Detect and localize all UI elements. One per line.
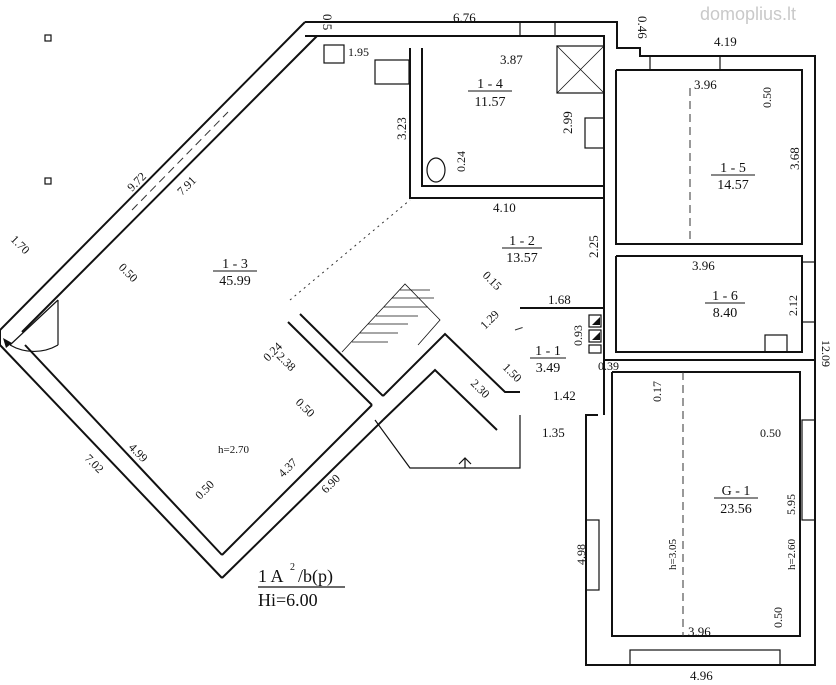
svg-text:1.70: 1.70 — [8, 232, 33, 257]
svg-text:5.95: 5.95 — [784, 494, 798, 515]
svg-text:9.72: 9.72 — [124, 169, 149, 194]
legend-line2: Hi=6.00 — [258, 590, 318, 610]
legend-line1-suffix: /b(p) — [298, 566, 333, 587]
svg-text:1 - 6: 1 - 6 — [712, 289, 738, 304]
height-garage: h=3.05 — [667, 539, 679, 570]
svg-text:1.68: 1.68 — [548, 292, 571, 307]
axis-line — [514, 325, 528, 331]
svg-text:45.99: 45.99 — [219, 274, 251, 289]
svg-text:7.91: 7.91 — [174, 173, 199, 198]
dimension-labels: 0.5 6.76 0.46 4.19 1.95 3.87 3.96 0.50 3… — [8, 10, 833, 683]
svg-text:0.50: 0.50 — [760, 87, 774, 108]
svg-text:3.68: 3.68 — [787, 147, 802, 170]
svg-text:3.96: 3.96 — [692, 258, 715, 273]
svg-text:6.76: 6.76 — [453, 10, 476, 25]
room-label-1-5: 1 - 5 14.57 — [711, 161, 755, 193]
svg-text:2.25: 2.25 — [586, 235, 601, 258]
svg-text:0.50: 0.50 — [771, 607, 785, 628]
svg-text:1 - 5: 1 - 5 — [720, 161, 746, 176]
svg-text:3.23: 3.23 — [394, 117, 409, 140]
right-rooms-walls — [520, 48, 815, 637]
svg-text:14.57: 14.57 — [717, 178, 749, 193]
margin-marker — [44, 177, 52, 185]
svg-text:1.50: 1.50 — [500, 360, 525, 385]
svg-text:0.93: 0.93 — [571, 325, 585, 346]
svg-text:0.5: 0.5 — [320, 14, 335, 30]
svg-text:1 - 3: 1 - 3 — [222, 257, 248, 272]
axis-line — [131, 111, 229, 211]
svg-text:3.87: 3.87 — [500, 52, 523, 67]
legend: 1 A 2 /b(p) Hi=6.00 — [258, 562, 345, 610]
door-leaf — [9, 299, 59, 346]
svg-text:3.96: 3.96 — [688, 624, 711, 639]
svg-text:1.35: 1.35 — [542, 425, 565, 440]
svg-text:3.49: 3.49 — [536, 361, 561, 376]
svg-text:4.99: 4.99 — [126, 440, 151, 465]
svg-text:1 - 2: 1 - 2 — [509, 234, 535, 249]
svg-text:2.12: 2.12 — [786, 295, 800, 316]
svg-text:4.98: 4.98 — [574, 544, 588, 565]
room-label-g-1: G - 1 23.56 — [714, 484, 758, 517]
svg-text:0.50: 0.50 — [192, 477, 217, 502]
svg-text:0.50: 0.50 — [293, 395, 318, 420]
watermark: domoplius.lt — [700, 4, 796, 24]
svg-text:0.50: 0.50 — [116, 260, 141, 285]
svg-text:8.40: 8.40 — [713, 306, 738, 321]
svg-text:2.30: 2.30 — [468, 376, 493, 401]
svg-text:4.10: 4.10 — [493, 200, 516, 215]
svg-text:4.96: 4.96 — [690, 668, 713, 683]
svg-text:12.09: 12.09 — [819, 340, 833, 367]
room-label-1-2: 1 - 2 13.57 — [502, 234, 542, 266]
svg-text:23.56: 23.56 — [720, 502, 752, 517]
svg-text:7.02: 7.02 — [82, 451, 107, 476]
service-boxes — [588, 314, 602, 354]
door-marker — [3, 338, 12, 348]
legend-superscript: 2 — [290, 562, 295, 573]
svg-text:0.39: 0.39 — [598, 359, 619, 373]
room-label-1-4: 1 - 4 11.57 — [468, 77, 512, 110]
room-label-1-6: 1 - 6 8.40 — [705, 289, 745, 321]
svg-text:0.17: 0.17 — [650, 381, 664, 402]
svg-text:6.90: 6.90 — [318, 471, 343, 496]
svg-text:1.42: 1.42 — [553, 388, 576, 403]
svg-text:0.24: 0.24 — [454, 151, 468, 172]
svg-text:1 - 1: 1 - 1 — [535, 344, 561, 359]
room-label-1-1: 1 - 1 3.49 — [530, 344, 566, 376]
room-divider-dotted — [289, 199, 411, 301]
margin-marker — [44, 34, 52, 42]
svg-text:2.99: 2.99 — [560, 111, 575, 134]
svg-text:4.37: 4.37 — [275, 455, 300, 480]
door-swing — [9, 344, 59, 352]
svg-text:0.15: 0.15 — [480, 268, 505, 293]
svg-text:0.46: 0.46 — [635, 16, 650, 39]
svg-text:13.57: 13.57 — [506, 251, 538, 266]
legend-line1: 1 A — [258, 566, 284, 586]
svg-text:G - 1: G - 1 — [722, 484, 751, 499]
svg-text:0.50: 0.50 — [760, 426, 781, 440]
svg-text:1.95: 1.95 — [348, 45, 369, 59]
windows — [519, 21, 816, 666]
svg-text:1.29: 1.29 — [477, 307, 502, 332]
height-main: h=2.70 — [218, 444, 249, 456]
svg-text:1 - 4: 1 - 4 — [477, 77, 503, 92]
svg-text:11.57: 11.57 — [475, 95, 506, 110]
room-label-1-3: 1 - 3 45.99 — [213, 257, 257, 289]
height-garage-side: h=2.60 — [786, 539, 798, 570]
svg-text:4.19: 4.19 — [714, 34, 737, 49]
svg-text:3.96: 3.96 — [694, 77, 717, 92]
